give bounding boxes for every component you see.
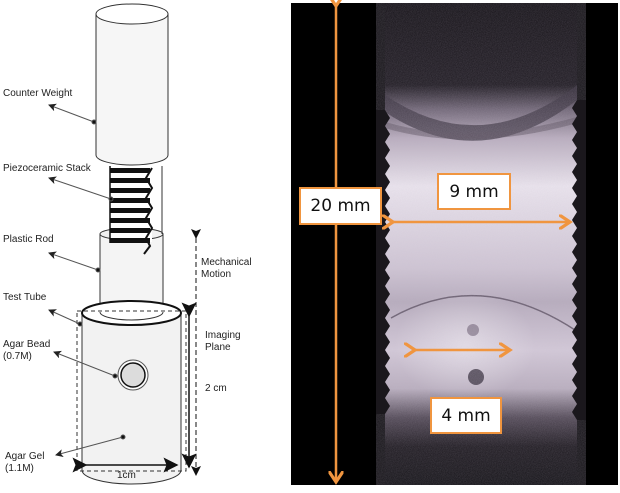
apparatus-schematic bbox=[48, 3, 201, 485]
mri-image bbox=[291, 0, 618, 485]
height-dimension-label: 2 cm bbox=[205, 383, 227, 394]
piezoceramic-stack bbox=[109, 166, 154, 255]
agar-bead-label-1: Agar Bead bbox=[3, 339, 51, 350]
bead-diameter-label: 4 mm bbox=[430, 397, 502, 434]
counter-weight-label: Counter Weight bbox=[3, 88, 73, 99]
leader-lines bbox=[48, 103, 126, 458]
imaging-plane-label-2: Plane bbox=[205, 342, 231, 353]
agar-bead-label-2: (0.7M) bbox=[3, 351, 32, 362]
test-tube bbox=[81, 300, 182, 485]
piezo-stack-label: Piezoceramic Stack bbox=[3, 163, 91, 174]
agar-bead bbox=[117, 359, 149, 391]
apparatus-diagram: Counter Weight Piezoceramic Stack Plasti… bbox=[0, 0, 290, 488]
imaging-plane-label-1: Imaging bbox=[205, 330, 241, 341]
plastic-rod-label: Plastic Rod bbox=[3, 234, 54, 245]
mechanical-motion-label-1: Mechanical bbox=[201, 257, 252, 268]
mechanical-motion-label-2: Motion bbox=[201, 269, 232, 280]
test-tube-label: Test Tube bbox=[3, 292, 47, 303]
width-dimension-label: 1cm bbox=[117, 470, 136, 481]
agar-gel-label-1: Agar Gel bbox=[5, 451, 45, 462]
mri-image-panel: 20 mm 9 mm 4 mm bbox=[290, 0, 620, 488]
length-label: 20 mm bbox=[299, 187, 382, 225]
width-label: 9 mm bbox=[437, 173, 511, 210]
counter-weight-cylinder bbox=[95, 3, 169, 166]
agar-gel-label-2: (1.1M) bbox=[5, 463, 34, 474]
